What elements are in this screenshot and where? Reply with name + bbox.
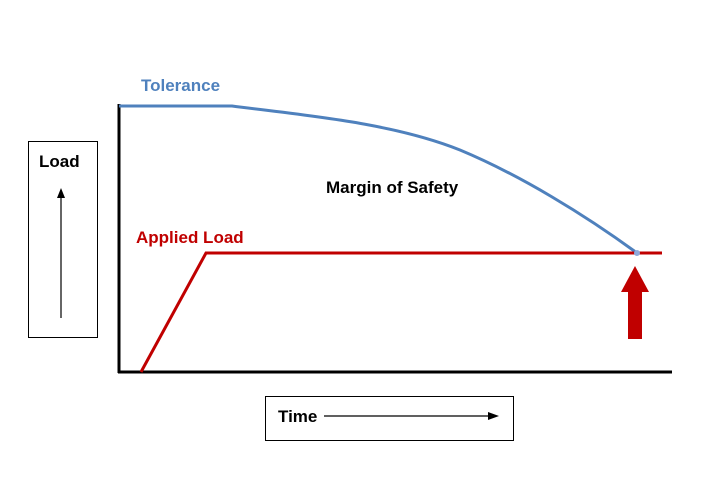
applied-load-label: Applied Load	[136, 228, 244, 247]
tolerance-label: Tolerance	[141, 76, 221, 95]
applied-load-line	[139, 251, 662, 373]
load-axis-label: Load	[39, 152, 80, 171]
up-arrow-icon	[57, 188, 65, 318]
up-arrow-icon	[621, 266, 649, 339]
margin-of-safety-label: Margin of Safety	[326, 178, 459, 197]
load-axis-box: Load	[28, 141, 98, 338]
time-axis-label: Time	[278, 407, 318, 426]
right-arrow-icon	[324, 412, 499, 420]
time-axis-box: Time	[265, 396, 514, 441]
tolerance-curve	[119, 104, 638, 255]
failure-point-marker	[634, 250, 640, 256]
